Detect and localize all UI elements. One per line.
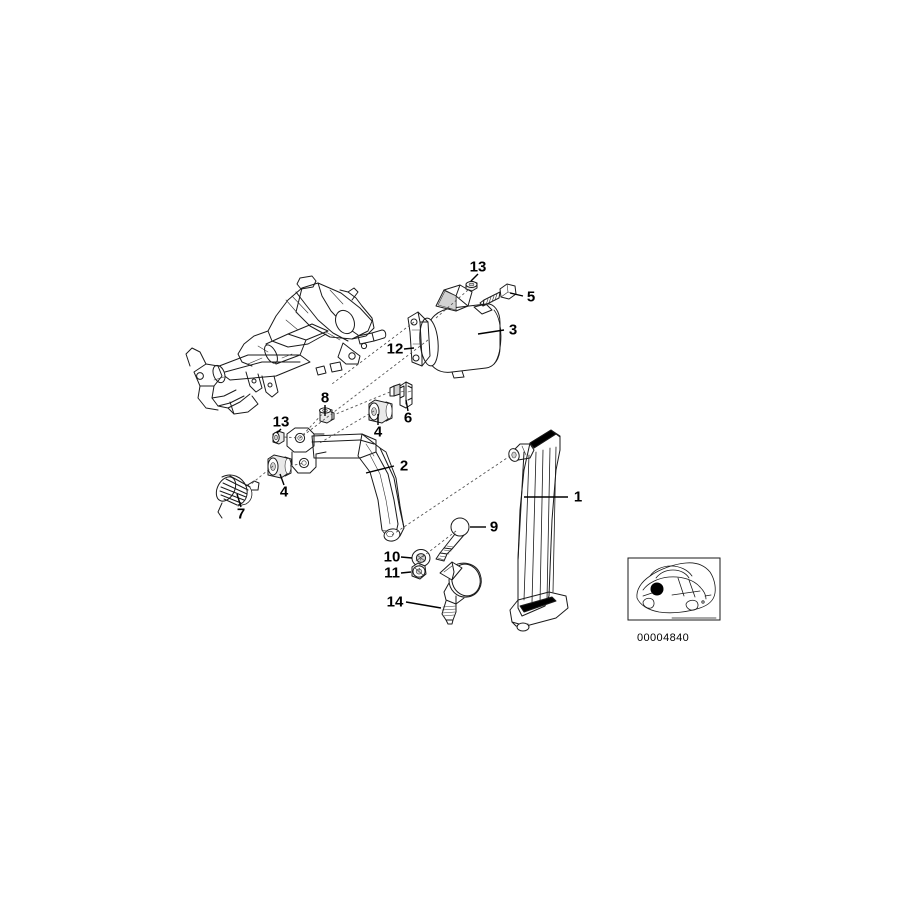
callout-label-9: 9 (489, 518, 499, 536)
bushing-part8 (319, 407, 335, 424)
steering-column-bracket-assembly (185, 275, 387, 415)
nut-part13-upper (465, 280, 478, 292)
callout-label-14: 14 (386, 593, 404, 611)
kickdown-switch-part14 (439, 561, 482, 625)
vehicle-location-inset (627, 557, 721, 621)
callout-label-5: 5 (526, 288, 536, 306)
accelerator-pedal-pad-part1 (508, 429, 569, 632)
callout-label-3: 3 (508, 321, 518, 339)
callout-label-10: 10 (383, 548, 401, 566)
return-spring-part7 (215, 474, 260, 519)
nut-part13-lower (272, 430, 285, 445)
callout-label-1: 1 (573, 488, 583, 506)
lock-nut-part11 (411, 562, 427, 580)
callout-leader-lines (236, 273, 568, 609)
callout-label-13-upper: 13 (469, 258, 487, 276)
accelerator-pedal-lever-part2 (286, 427, 405, 542)
bushing-part4-upper (368, 399, 393, 424)
retaining-clip-bracket-part6 (389, 381, 413, 409)
callout-label-4-upper: 4 (373, 423, 383, 441)
callout-label-6: 6 (403, 409, 413, 427)
ball-pin-stud-part9 (435, 517, 470, 562)
callout-label-13-lower: 13 (272, 413, 290, 431)
callout-label-12: 12 (386, 340, 404, 358)
callout-label-4-lower: 4 (279, 483, 289, 501)
callout-label-8: 8 (320, 389, 330, 407)
callout-label-11: 11 (384, 564, 400, 582)
assembly-centerlines (249, 289, 511, 572)
throttle-actuator-motor-part3 (419, 284, 502, 379)
car-silhouette-icon (636, 562, 717, 619)
callout-label-2: 2 (399, 457, 409, 475)
hex-bolt-part5 (479, 283, 517, 307)
diagram-id-number: 00004840 (637, 632, 690, 644)
callout-label-7: 7 (236, 505, 246, 523)
